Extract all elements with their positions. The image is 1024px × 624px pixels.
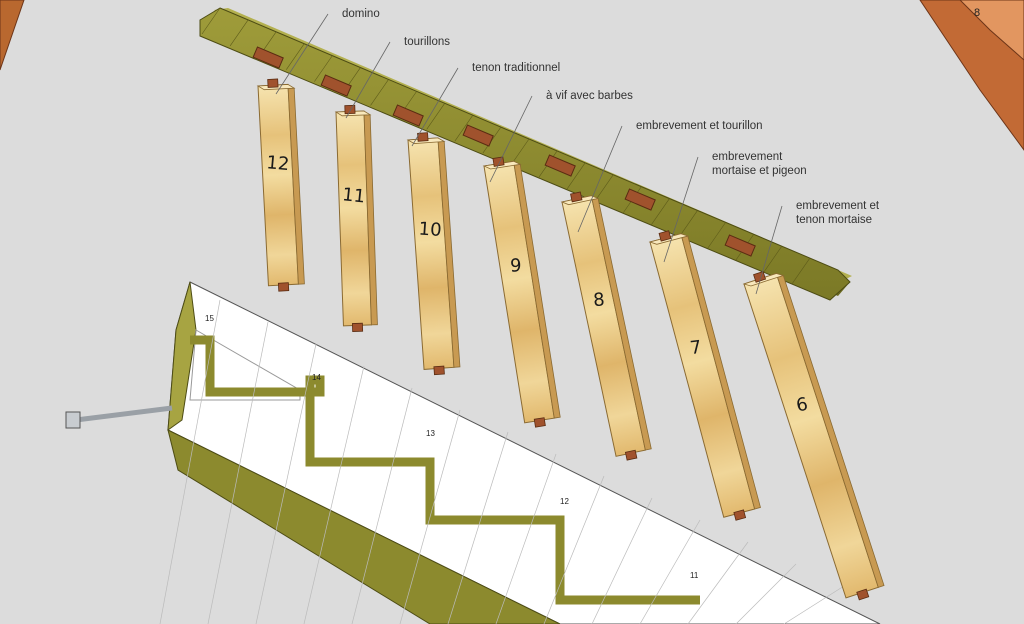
callout-text: tenon traditionnel [472,62,560,74]
piece-number-label: 11 [341,184,366,207]
joint-end [267,78,279,88]
board-number: 13 [426,429,435,438]
piece-11: 11 [334,104,378,332]
piece-7: 7 [648,230,761,521]
callout: à vif avec barbes [489,90,633,183]
piece-9: 9 [482,156,561,428]
rail-mortise [724,234,756,257]
piece-8: 8 [560,191,652,461]
joint-end [351,322,364,332]
corner-label: 8 [974,7,980,19]
piece-6: 6 [742,270,885,601]
joint-end [733,509,747,521]
callout: embrevement et tourillon [577,120,763,233]
callout-leader [489,95,533,183]
callout-text: embrevement et [796,200,880,212]
bottom-board: 15 14 13 12 11 [159,281,881,624]
piece-number-label: 8 [593,289,606,311]
board-number: 11 [690,571,699,580]
callouts: domino tourillons tenon traditionnel à vif … [275,8,880,295]
callout-text: tenon mortaise [796,214,872,226]
callout: embrevement et tenon mortaise [755,200,880,295]
rail-mortise [462,124,494,147]
joint-end [344,104,356,115]
board-number: 14 [312,373,321,382]
joint-end [856,588,870,601]
threaded-rod [65,405,173,429]
joint-end [658,230,672,242]
piece-number-label: 10 [418,219,442,242]
callout-leader [663,156,699,263]
callout: tourillons [345,36,450,119]
callout-text: tourillons [404,36,450,48]
callout: embrevement mortaise et pigeon [663,151,807,263]
piece-10: 10 [406,132,461,376]
board-number: 12 [560,497,569,506]
top-rail [199,7,852,301]
piece-12: 12 [256,78,305,292]
callout-text: domino [342,8,380,20]
callout-text: mortaise et pigeon [712,165,807,177]
callout-text: embrevement [712,151,783,163]
rail-mortise [544,154,576,177]
joint-end [570,191,583,203]
rail-mortise [252,46,284,69]
joint-end [417,132,429,142]
callout: tenon traditionnel [411,62,560,147]
callout-text: embrevement et tourillon [636,120,763,132]
joint-end [753,270,767,283]
callout-text: à vif avec barbes [546,90,633,102]
callout-leader [755,205,783,295]
joint-end [277,282,290,292]
joint-end [433,365,445,376]
joint-end [533,417,546,428]
callout-leader [345,41,391,119]
board-number: 15 [205,314,214,323]
joint-end [624,449,638,461]
piece-number-label: 6 [795,394,810,417]
rail-mortise [624,188,656,211]
rail-mortise [392,104,424,127]
corner-frame-fragment: 8 [919,0,1024,151]
callout-leader [275,13,329,95]
callout: domino [275,8,380,95]
piece-number-label: 12 [266,152,291,175]
piece-number-label: 7 [689,337,703,359]
rail-mortise [320,74,352,97]
callout-leader [577,125,623,233]
callout-leader [411,67,459,147]
pieces: 12 11 10 9 8 7 6 [256,78,885,601]
piece-number-label: 9 [510,255,522,276]
left-frame-fragment [0,0,25,71]
